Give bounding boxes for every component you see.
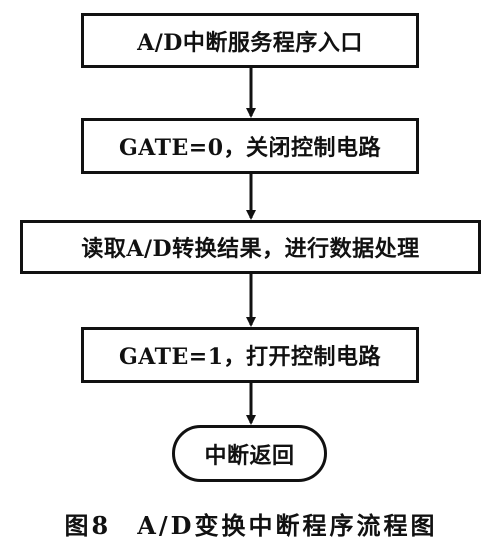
figure-caption: 图8 A/D变换中断程序流程图 (0, 506, 502, 541)
step-gate-on-label: GATE=1，打开控制电路 (118, 344, 382, 370)
step-isr-entry: A/D中断服务程序入口 (81, 13, 419, 68)
step-read-conversion: 读取A/D转换结果，进行数据处理 (20, 220, 481, 274)
figure-title: A/D变换中断程序流程图 (137, 511, 438, 540)
step-gate-on: GATE=1，打开控制电路 (81, 327, 419, 383)
step-gate-off: GATE=0，关闭控制电路 (81, 118, 419, 174)
step-gate-off-label: GATE=0，关闭控制电路 (118, 135, 382, 161)
step-isr-entry-label: A/D中断服务程序入口 (137, 29, 363, 56)
step-read-conversion-label: 读取A/D转换结果，进行数据处理 (81, 236, 420, 262)
step-return-terminal: 中断返回 (172, 425, 327, 482)
figure-number: 图8 (64, 511, 112, 540)
step-return-label: 中断返回 (204, 442, 295, 469)
